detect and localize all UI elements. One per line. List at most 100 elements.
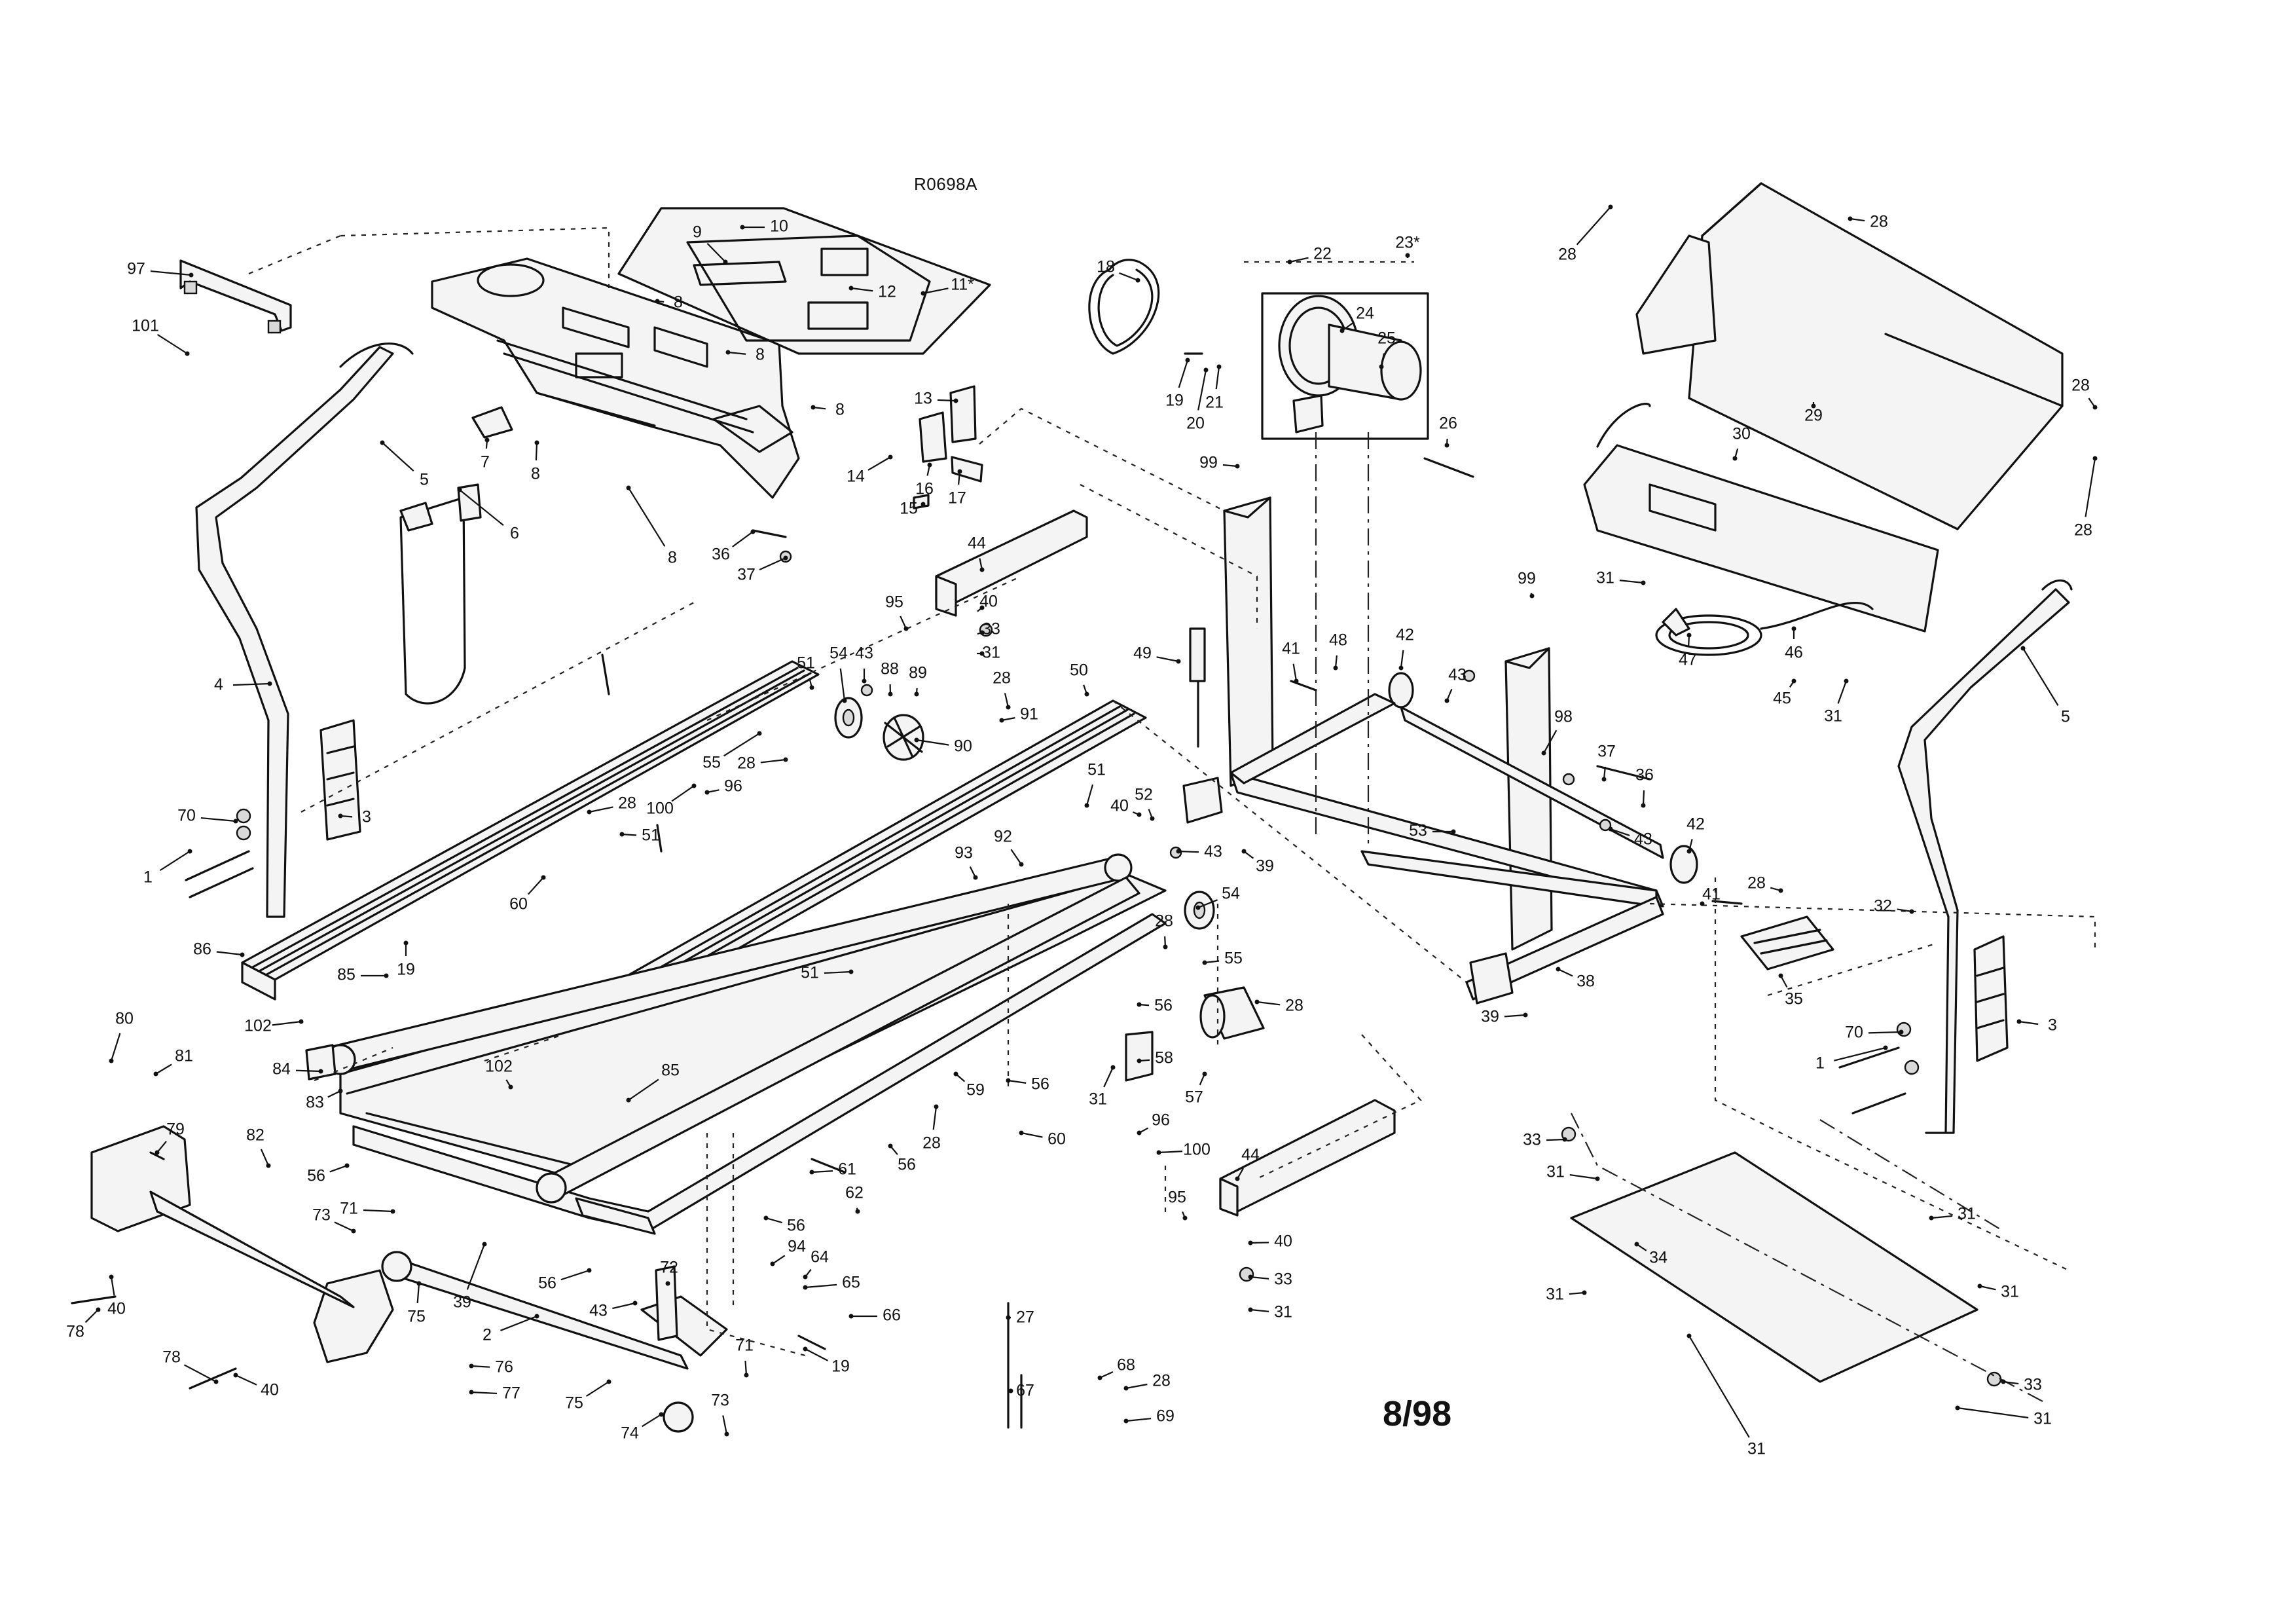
callout-74: 74 (621, 1412, 664, 1443)
callout-number: 91 (1020, 705, 1038, 724)
rear-roller (536, 876, 1140, 1235)
callout-number: 2 (483, 1326, 492, 1344)
callout-number: 36 (712, 545, 730, 564)
callout-number: 29 (1804, 407, 1823, 425)
base-frame (1182, 496, 1664, 1005)
callout-51: 51 (801, 964, 854, 982)
callout-number: 67 (1016, 1382, 1034, 1400)
callout-number: 73 (312, 1206, 331, 1225)
callout-28: 28 (1848, 213, 1888, 231)
callout-16: 16 (915, 462, 934, 498)
callout-number: 53 (1409, 822, 1427, 840)
rear-endcap-right (313, 1269, 394, 1363)
callout-number: 88 (881, 660, 899, 678)
callout-33: 33 (1523, 1131, 1567, 1149)
callout-15: 15 (900, 500, 926, 518)
callout-40: 40 (1248, 1232, 1292, 1251)
callout-88: 88 (881, 660, 899, 697)
callout-number: 55 (1224, 950, 1243, 968)
callout-9: 9 (693, 223, 728, 265)
drive-motor (1125, 986, 1265, 1082)
left-side-rail (241, 660, 820, 1001)
callout-38: 38 (1556, 967, 1595, 991)
callout-13: 13 (914, 390, 958, 408)
callout-42: 42 (1686, 815, 1705, 854)
callout-number: 43 (855, 644, 873, 663)
callout-number: 40 (1274, 1232, 1292, 1251)
callout-number: 84 (272, 1060, 291, 1079)
callout-number: 51 (1087, 761, 1106, 779)
callout-99: 99 (1518, 570, 1536, 599)
callout-number: 28 (922, 1134, 941, 1153)
callout-39: 39 (1481, 1008, 1528, 1026)
callout-number: 76 (495, 1358, 513, 1376)
callout-number: 33 (982, 620, 1000, 638)
callout-1: 1 (143, 849, 192, 887)
callout-number: 31 (2033, 1410, 2052, 1428)
callout-49: 49 (1133, 644, 1181, 664)
callout-84: 84 (272, 1060, 323, 1079)
callout-number: 48 (1329, 631, 1347, 650)
callout-number: 3 (2048, 1016, 2057, 1035)
callout-number: 20 (1186, 415, 1205, 433)
callout-27: 27 (1006, 1308, 1034, 1327)
callout-4: 4 (214, 676, 272, 694)
callout-number: 22 (1313, 245, 1332, 263)
right-side-bracket (1973, 935, 2009, 1062)
callout-26: 26 (1439, 415, 1457, 448)
callout-64: 64 (803, 1248, 829, 1280)
callout-100: 100 (646, 783, 697, 818)
callout-89: 89 (909, 664, 927, 697)
drawing-id: R0698A (914, 174, 977, 194)
callout-number: 43 (1448, 666, 1467, 684)
callout-44: 44 (1235, 1146, 1260, 1181)
callout-41: 41 (1700, 885, 1721, 906)
callout-number: 1 (143, 868, 153, 887)
callout-56: 56 (1006, 1075, 1049, 1094)
callout-number: 25 (1377, 329, 1396, 348)
callout-number: 90 (954, 737, 972, 756)
callout-number: 99 (1199, 454, 1218, 472)
callout-28: 28 (587, 794, 636, 815)
callout-number: 74 (621, 1424, 639, 1443)
callout-55: 55 (1202, 950, 1243, 968)
base-plate (1570, 1151, 1978, 1383)
callout-36: 36 (1635, 766, 1654, 808)
callout-number: 28 (993, 669, 1011, 688)
callout-number: 44 (968, 534, 986, 553)
callout-number: 11* (951, 276, 974, 294)
callout-number: 32 (1874, 897, 1892, 915)
callout-number: 35 (1785, 990, 1803, 1008)
callout-number: 8 (668, 549, 677, 567)
callout-66: 66 (848, 1306, 901, 1325)
callout-number: 40 (261, 1381, 279, 1399)
callout-number: 31 (1089, 1090, 1107, 1109)
callout-33: 33 (977, 620, 1000, 638)
callout-number: 47 (1679, 651, 1697, 669)
callout-number: 86 (193, 940, 211, 959)
callout-number: 99 (1518, 570, 1536, 588)
callout-28: 28 (1123, 1372, 1171, 1391)
callout-number: 27 (1016, 1308, 1034, 1327)
callout-3: 3 (2016, 1016, 2057, 1035)
callout-number: 65 (842, 1274, 860, 1292)
callout-number: 62 (845, 1184, 864, 1202)
callout-number: 83 (306, 1094, 324, 1112)
callout-number: 28 (1152, 1372, 1171, 1390)
callout-22: 22 (1287, 245, 1332, 265)
callout-number: 82 (246, 1126, 264, 1145)
callout-number: 28 (618, 794, 636, 813)
callout-90: 90 (914, 737, 972, 756)
callout-31: 31 (1248, 1303, 1292, 1321)
callout-number: 34 (1649, 1249, 1667, 1267)
callout-19: 19 (1165, 358, 1190, 410)
callout-2: 2 (483, 1314, 539, 1344)
callout-number: 28 (2071, 377, 2090, 395)
callout-number: 52 (1135, 786, 1153, 804)
callout-56: 56 (763, 1215, 805, 1235)
callout-45: 45 (1773, 678, 1796, 708)
callout-number: 31 (1824, 707, 1842, 726)
callout-number: 4 (214, 676, 223, 694)
callout-31: 31 (1089, 1065, 1116, 1109)
